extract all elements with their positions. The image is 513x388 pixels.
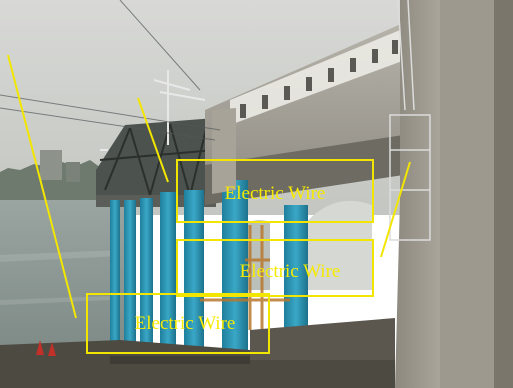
- callout-label: Electric Wire: [134, 313, 236, 334]
- callout-label: Electric Wire: [239, 260, 341, 282]
- callout-label: Electric Wire: [224, 182, 326, 204]
- electric-wire-callout-2: Electric Wire: [176, 239, 374, 297]
- leader-line-2: [380, 161, 411, 258]
- leader-line-1: [137, 97, 169, 183]
- blue-piers: [110, 180, 308, 370]
- electric-wire-callout-3: Electric Wire: [86, 293, 270, 354]
- leader-line-3: [7, 54, 77, 319]
- annotation-leader-lines: [7, 54, 411, 319]
- distant-building: [40, 150, 62, 180]
- electric-wire-callout-1: Electric Wire: [176, 159, 374, 223]
- arch-opening: [300, 200, 372, 290]
